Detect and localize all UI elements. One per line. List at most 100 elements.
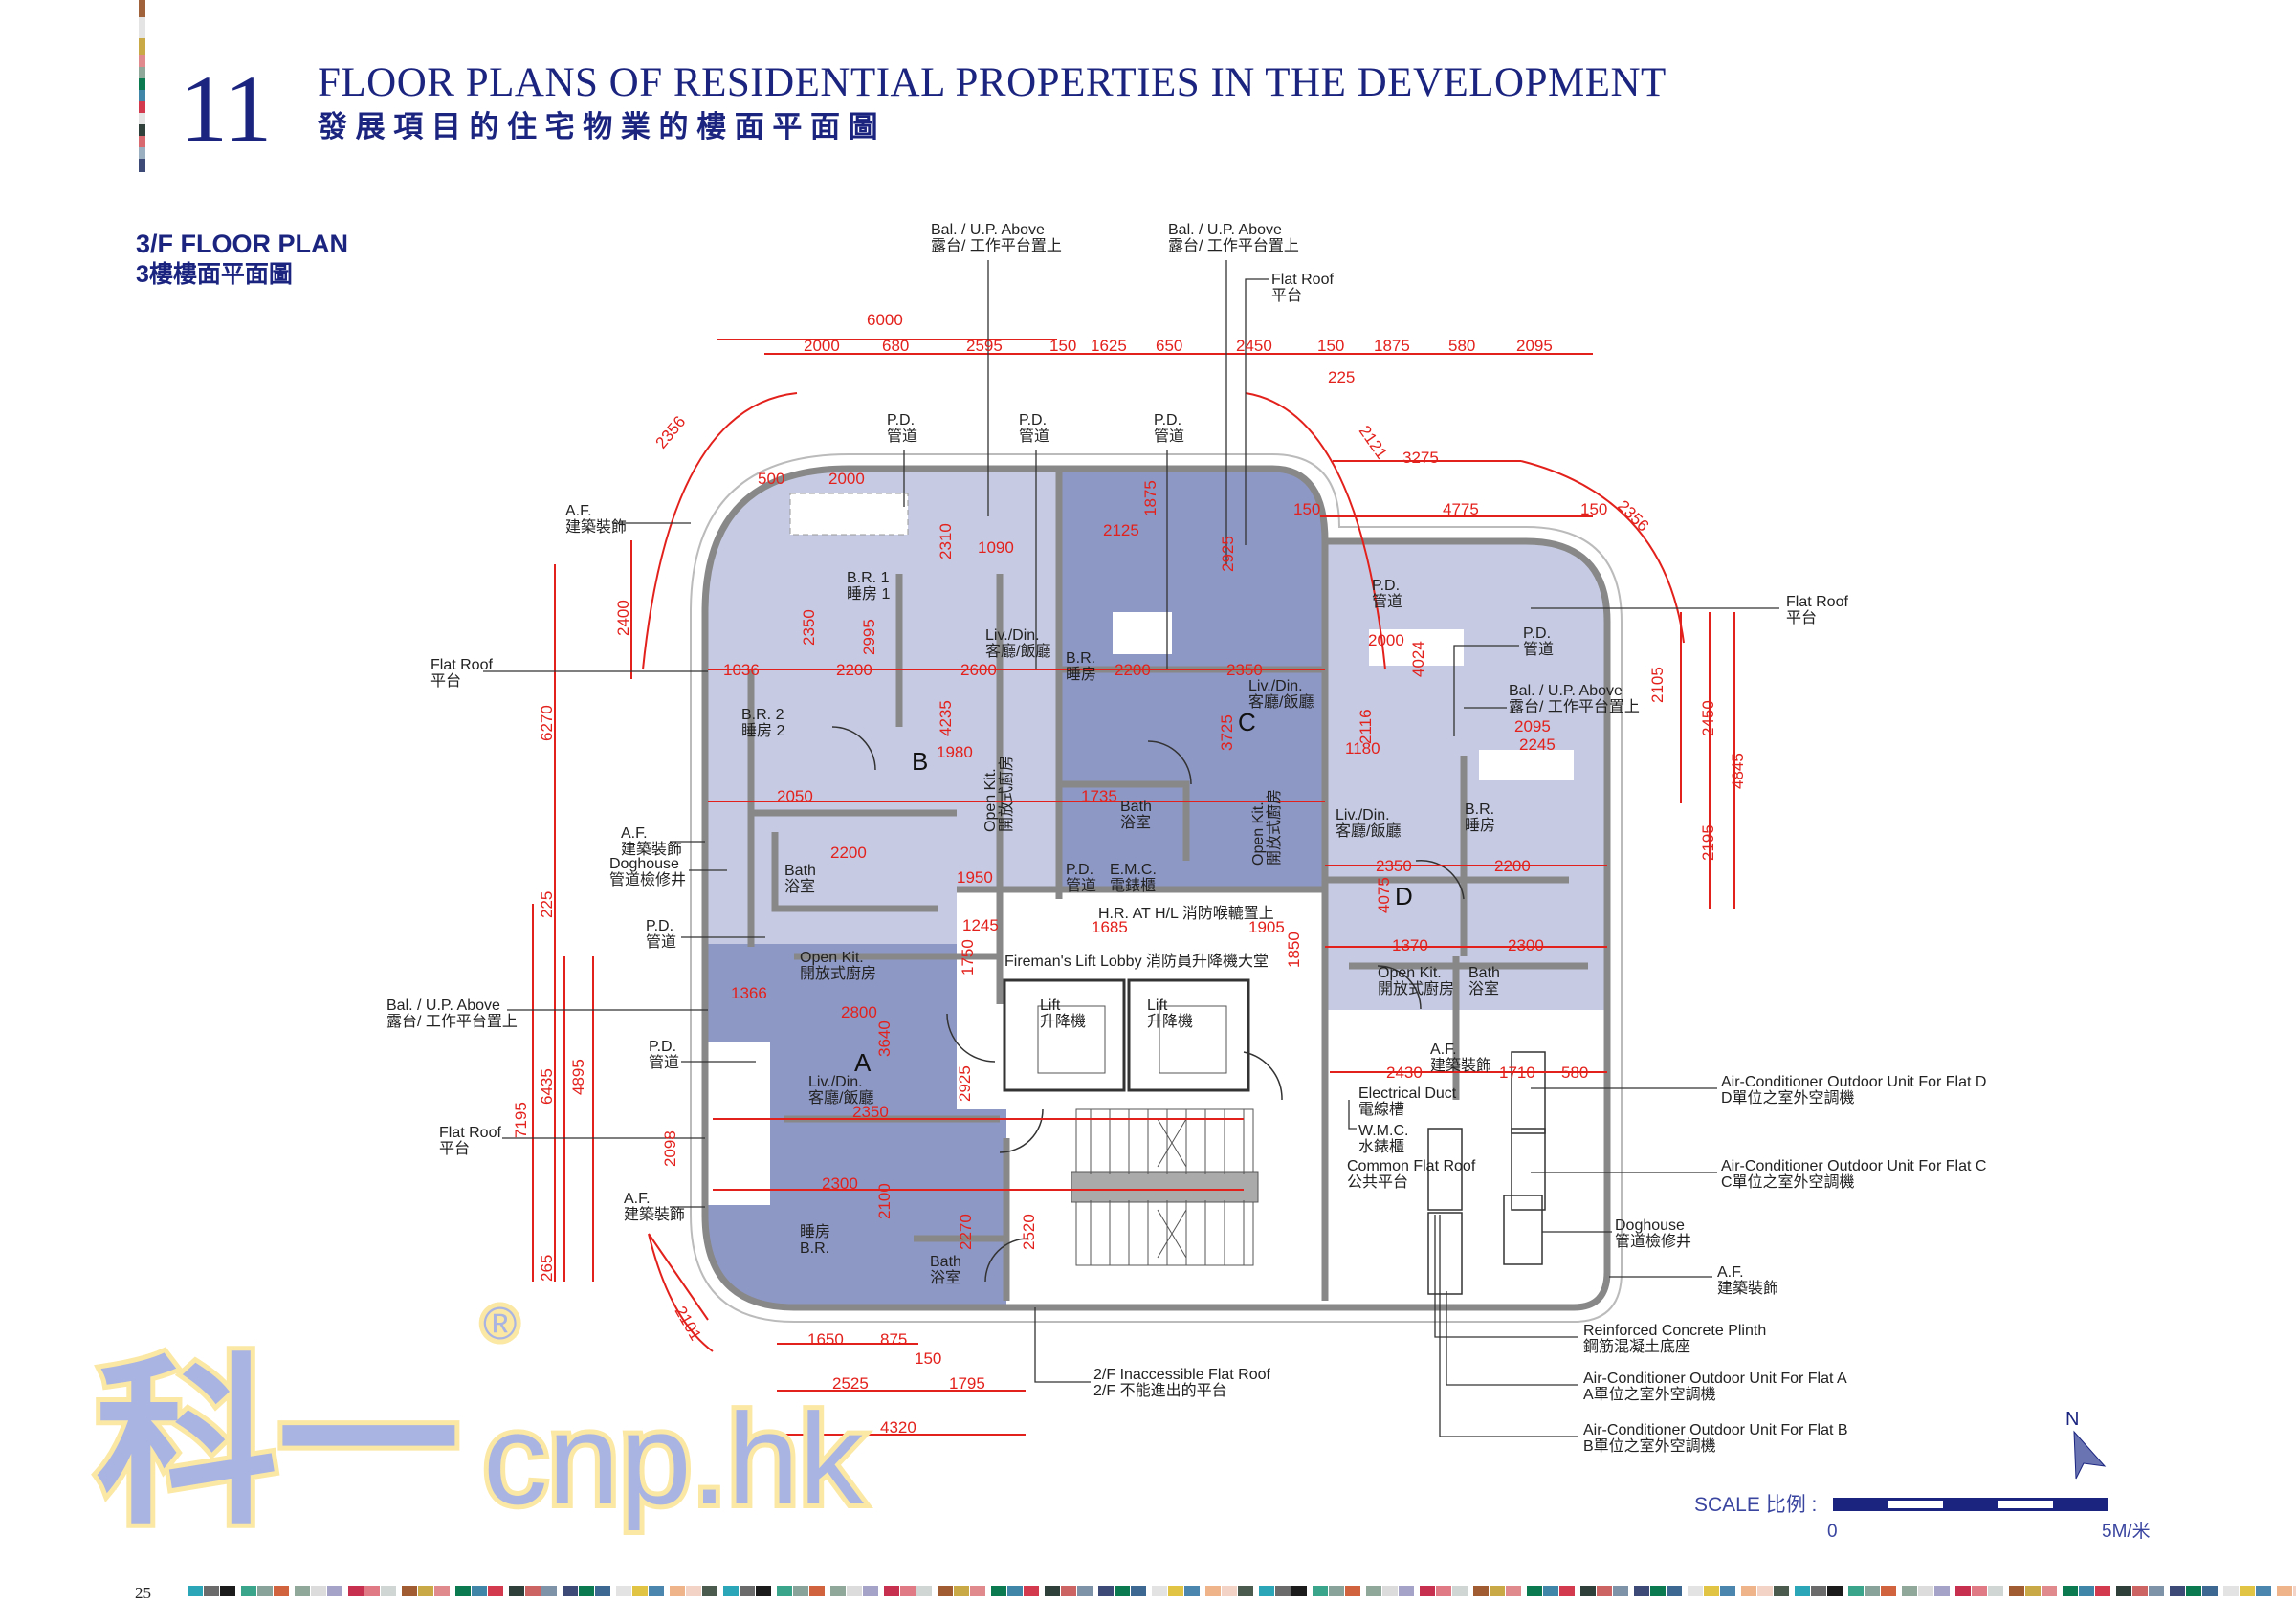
flat-letter-b: B xyxy=(912,747,928,776)
strip-swatch xyxy=(1115,1586,1130,1596)
strip-swatch xyxy=(2063,1586,2078,1596)
dimension-label: 1245 xyxy=(962,916,999,934)
dimension-label: 225 xyxy=(538,891,556,918)
strip-swatch xyxy=(402,1586,417,1596)
callout-label-zh: 公共平台 xyxy=(1347,1173,1408,1191)
callout-label-en: Bal. / U.P. Above xyxy=(386,998,500,1014)
dimension-label: 225 xyxy=(1328,368,1355,386)
strip-swatch xyxy=(1473,1586,1489,1596)
strip-swatch xyxy=(1275,1586,1291,1596)
room-name-zh: B.R. xyxy=(800,1240,829,1257)
room-name-en: Open Kit. xyxy=(1250,801,1267,866)
page-title-en: FLOOR PLANS OF RESIDENTIAL PROPERTIES IN… xyxy=(318,60,1667,105)
callout: H.R. AT H/L 消防喉轆置上 xyxy=(1098,905,1274,922)
dimension-label: 2595 xyxy=(966,337,1003,355)
strip-swatch xyxy=(257,1586,273,1596)
room-name-zh: 睡房 1 xyxy=(847,585,890,603)
dimension-label: 2195 xyxy=(1699,824,1717,861)
strip-swatch xyxy=(1720,1586,1735,1596)
callout-label-en: Flat Roof xyxy=(1271,272,1334,288)
callout-label-en: Air-Conditioner Outdoor Unit For Flat B xyxy=(1583,1422,1848,1438)
lift-car-2 xyxy=(1159,1005,1227,1074)
strip-swatch xyxy=(954,1586,969,1596)
strip-swatch xyxy=(740,1586,755,1596)
room-name-en: Liv./Din. xyxy=(808,1074,863,1090)
room-label: Open Kit.開放式廚房 xyxy=(1250,789,1283,866)
staircase xyxy=(1071,1108,1259,1266)
lift-lobby-area xyxy=(957,889,1325,1109)
callout-label-zh: 建築裝飾 xyxy=(565,518,627,536)
dimension-label: 6435 xyxy=(538,1068,556,1105)
strip-swatch xyxy=(1490,1586,1505,1596)
callout-label-zh: 管道 xyxy=(1372,593,1402,610)
dimension-label: 2450 xyxy=(1699,700,1717,736)
dimension-label: 150 xyxy=(1049,337,1076,355)
callout-label-zh: A單位之室外空調機 xyxy=(1583,1386,1716,1403)
balcony-cutout xyxy=(789,493,909,536)
dimension-label: 2400 xyxy=(614,600,632,636)
dimension-label: 2350 xyxy=(800,609,818,646)
strip-swatch xyxy=(1580,1586,1596,1596)
dimension-label: 150 xyxy=(1293,500,1320,518)
strip-swatch xyxy=(455,1586,471,1596)
strip-swatch xyxy=(434,1586,450,1596)
callout-label-en: P.D. xyxy=(649,1039,676,1055)
strip-swatch xyxy=(418,1586,433,1596)
dimension-label: 1685 xyxy=(1092,918,1128,936)
leader-line xyxy=(1348,1100,1357,1130)
lift-shaft-1 xyxy=(1003,978,1126,1092)
strip-swatch xyxy=(188,1586,203,1596)
strip-swatch xyxy=(670,1586,685,1596)
dimension-label: 580 xyxy=(1561,1064,1588,1082)
strip-swatch xyxy=(311,1586,326,1596)
dimension-label: 2350 xyxy=(1226,661,1263,679)
callout: A.F.建築裝飾 xyxy=(624,1191,705,1223)
room-name-en: B.R. 2 xyxy=(741,707,784,723)
callout-label-en: A.F. xyxy=(565,503,592,519)
room-name-en: Liv./Din. xyxy=(1248,678,1303,694)
room-name-en: Open Kit. xyxy=(1378,965,1442,981)
strip-swatch xyxy=(1597,1586,1612,1596)
callout: A.F.建築裝飾 xyxy=(565,503,691,536)
callout: Fireman's Lift Lobby 消防員升降機大堂 xyxy=(1004,953,1269,970)
dimension-label: 2520 xyxy=(1020,1214,1038,1250)
scale-max: 5M/米 xyxy=(2102,1521,2151,1542)
balcony-cutout xyxy=(1479,750,1574,780)
room-label: Open Kit.開放式廚房 xyxy=(800,950,876,982)
callout-label-en: Air-Conditioner Outdoor Unit For Flat C xyxy=(1721,1158,1986,1174)
dimension-label: 2125 xyxy=(1103,521,1139,539)
strip-swatch xyxy=(541,1586,557,1596)
strip-swatch xyxy=(1918,1586,1933,1596)
callout-label-zh: 露台/ 工作平台置上 xyxy=(386,1013,518,1030)
callout-label-zh: 建築裝飾 xyxy=(1717,1280,1778,1297)
strip-swatch xyxy=(2132,1586,2148,1596)
callout-label-zh: 平台 xyxy=(430,672,461,690)
footer-color-strip xyxy=(188,1586,2296,1596)
strip-swatch xyxy=(472,1586,487,1596)
floor-plan xyxy=(532,339,1735,1436)
strip-swatch xyxy=(793,1586,808,1596)
strip-swatch xyxy=(2009,1586,2024,1596)
strip-swatch xyxy=(1543,1586,1558,1596)
leader-line xyxy=(1439,1215,1578,1437)
strip-swatch xyxy=(2149,1586,2164,1596)
dimension-label: 4775 xyxy=(1443,500,1479,518)
room-name-zh: 睡房 2 xyxy=(741,722,784,739)
scale-bar xyxy=(1833,1498,2108,1511)
leader-line xyxy=(1034,1307,1091,1383)
strip-swatch xyxy=(2277,1586,2292,1596)
callout-label-en: Bal. / U.P. Above xyxy=(931,222,1045,238)
dimension-label: 3275 xyxy=(1402,449,1439,467)
room-name-zh: 開放式廚房 xyxy=(1265,789,1283,866)
room-label: P.D.管道 xyxy=(1066,862,1096,894)
callout-label-zh: 管道 xyxy=(1523,641,1554,658)
callout-label-zh: 鋼筋混凝土底座 xyxy=(1583,1338,1690,1355)
strip-swatch xyxy=(830,1586,846,1596)
room-label: Liv./Din.客廳/飯廳 xyxy=(1336,807,1401,840)
strip-swatch xyxy=(1688,1586,1703,1596)
callout-label-en: P.D. xyxy=(1372,578,1400,594)
